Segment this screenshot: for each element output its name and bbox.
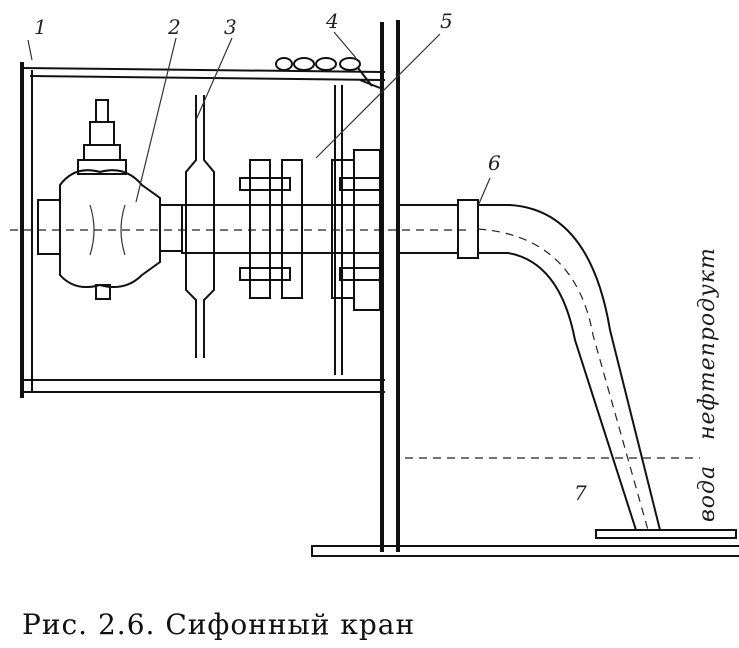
label-product: нефтепродукт <box>695 247 720 440</box>
label-6: 6 <box>488 151 501 175</box>
siphon-pipe <box>397 199 661 531</box>
valve-housing <box>20 62 386 398</box>
siphon-valve-diagram: 1 2 3 4 5 6 7 нефтепродукт вода <box>10 9 739 557</box>
leader-lines <box>27 31 491 207</box>
figure-caption: Рис. 2.6. Сифонный кран <box>22 608 416 641</box>
tank-bottom <box>311 529 739 557</box>
label-1: 1 <box>34 15 47 39</box>
label-3: 3 <box>224 15 237 39</box>
valve-body <box>37 99 183 300</box>
rod <box>185 95 215 358</box>
label-4: 4 <box>325 9 339 33</box>
pipe-flanges <box>181 149 383 311</box>
label-7: 7 <box>574 481 587 505</box>
label-5: 5 <box>440 9 453 33</box>
chain <box>275 57 373 87</box>
label-2: 2 <box>167 15 181 39</box>
label-water: вода <box>695 465 720 522</box>
